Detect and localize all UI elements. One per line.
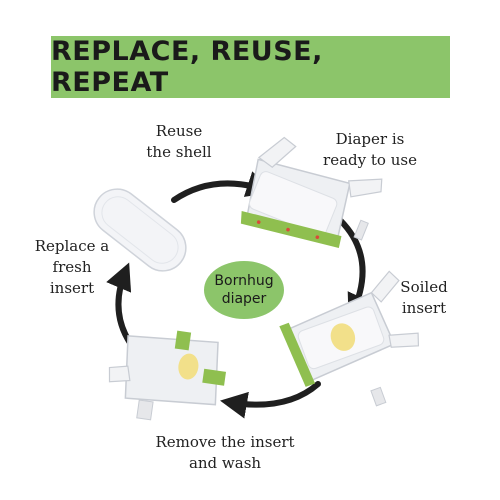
step-label-line: ready to use — [323, 151, 417, 169]
center-line-1: Bornhug — [214, 273, 274, 289]
step-label-line: Replace a — [34, 237, 110, 255]
soiled-diaper-icon — [279, 270, 420, 407]
insert-pad-icon — [93, 188, 187, 272]
diaper-shell-icon — [240, 136, 383, 249]
step-label-line: insert — [401, 299, 447, 317]
step-label-line: Soiled — [400, 278, 448, 296]
step-label-line: Reuse — [155, 122, 203, 140]
step-label-line: Diaper is — [335, 130, 405, 148]
page-title: REPLACE, REUSE, REPEAT — [51, 36, 323, 98]
open-diaper-icon — [108, 330, 227, 421]
center-line-2: diaper — [221, 291, 267, 307]
step-label-line: insert — [49, 279, 95, 297]
step-label-line: and wash — [188, 454, 262, 472]
step-label-remove: Remove the insert and wash — [140, 432, 310, 474]
step-label-line: Remove the insert — [155, 433, 295, 451]
step-label-soiled: Soiled insert — [392, 277, 456, 319]
center-label: Bornhug diaper — [204, 261, 284, 319]
step-label-ready: Diaper is ready to use — [315, 129, 425, 171]
step-label-line: fresh — [52, 258, 92, 276]
step-label-reuse: Reuse the shell — [130, 121, 228, 163]
title-banner: REPLACE, REUSE, REPEAT — [51, 36, 450, 98]
step-label-line: the shell — [146, 143, 212, 161]
cycle-arrow-icon — [220, 381, 321, 419]
step-label-replace: Replace a fresh insert — [18, 236, 126, 299]
